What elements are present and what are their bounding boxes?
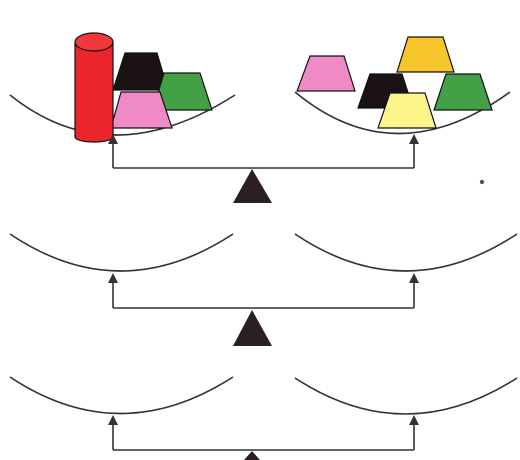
right-arrowhead	[409, 415, 419, 425]
left-arrowhead	[108, 273, 118, 283]
right-pan	[295, 234, 517, 271]
black-trapezoid	[113, 53, 168, 90]
balance-middle	[10, 234, 517, 346]
left-pan-objects	[75, 33, 212, 142]
right-pan	[295, 378, 517, 414]
fulcrum	[233, 310, 272, 346]
left-arrowhead	[108, 415, 118, 425]
right-arrowhead	[409, 134, 419, 144]
beam	[113, 140, 414, 168]
balance-bottom	[10, 377, 517, 460]
right-arrowhead	[409, 273, 419, 283]
speck	[480, 180, 484, 184]
pink-trapezoid	[297, 56, 355, 91]
green-trapezoid	[434, 74, 492, 110]
fulcrum	[244, 451, 260, 460]
yellow-trapezoid	[397, 37, 454, 72]
fulcrum	[233, 169, 272, 203]
beam	[113, 280, 414, 308]
left-pan	[10, 234, 233, 271]
red-cylinder	[75, 33, 113, 142]
beam	[113, 422, 414, 450]
left-pan	[10, 377, 233, 414]
balance-top	[10, 33, 510, 203]
